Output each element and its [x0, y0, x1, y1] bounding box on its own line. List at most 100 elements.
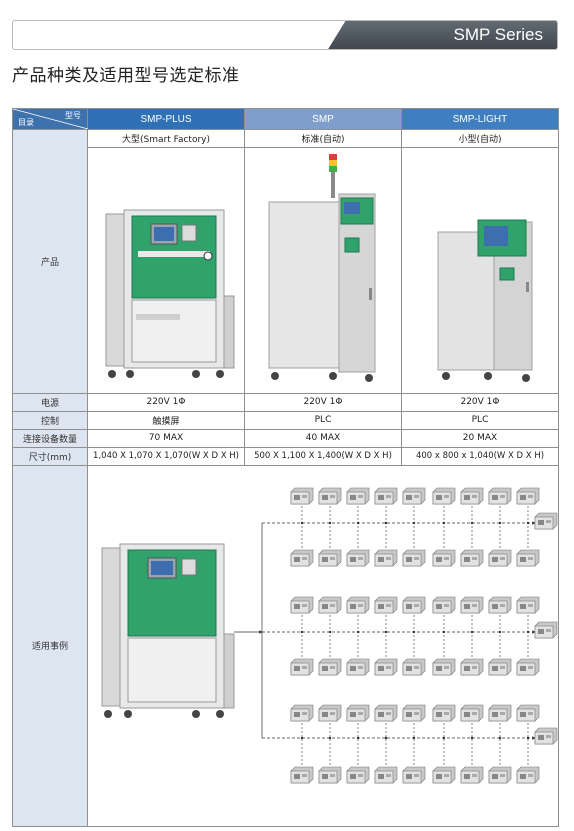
application-row: 适用事例 — [12, 464, 559, 828]
dryer-unit-icon — [460, 658, 484, 676]
product-image-row — [13, 147, 559, 394]
page-title: 产品种类及适用型号选定标准 — [12, 66, 240, 86]
dryer-unit-icon — [488, 766, 512, 784]
dryer-unit-icon — [534, 727, 558, 745]
application-diagram-cell — [87, 464, 559, 828]
dryer-unit-icon — [346, 487, 370, 505]
dryer-unit-icon — [432, 596, 456, 614]
control-smp-light: PLC — [401, 410, 559, 430]
size-smp: 500 X 1,100 X 1,400(W X D X H) — [244, 446, 402, 466]
banner-dark-panel — [327, 21, 557, 49]
smp-plus-machine-image — [105, 209, 235, 379]
type-smp: 标准(自动) — [244, 129, 402, 149]
dryer-unit-icon — [318, 549, 342, 567]
smp-light-image-cell — [401, 147, 559, 394]
dryer-unit-icon — [516, 704, 540, 722]
control-smp: PLC — [244, 410, 402, 430]
dryer-unit-icon — [488, 704, 512, 722]
dryer-unit-icon — [402, 658, 426, 676]
size-smp-plus: 1,040 X 1,070 X 1,070(W X D X H) — [87, 446, 245, 466]
type-smp-light: 小型(自动) — [401, 129, 559, 149]
control-smp-plus: 触摸屏 — [87, 410, 245, 430]
dryer-unit-icon — [290, 596, 314, 614]
dryer-unit-icon — [516, 549, 540, 567]
dryer-unit-icon — [516, 766, 540, 784]
dryer-unit-icon — [290, 487, 314, 505]
dryer-unit-icon — [318, 596, 342, 614]
column-header-smp-light: SMP-LIGHT — [401, 107, 559, 131]
connections-row: 连接设备数量 70 MAX 40 MAX 20 MAX — [12, 428, 559, 448]
row-label-connections: 连接设备数量 — [12, 428, 88, 448]
dryer-unit-icon — [374, 549, 398, 567]
dryer-unit-icon — [488, 549, 512, 567]
dryer-unit-icon — [432, 487, 456, 505]
dryer-unit-icon — [402, 704, 426, 722]
dryer-unit-icon — [290, 658, 314, 676]
size-row: 尺寸(mm) 1,040 X 1,070 X 1,070(W X D X H) … — [12, 446, 559, 466]
size-smp-light: 400 x 800 x 1,040(W X D X H) — [401, 446, 559, 466]
power-row: 电源 220V 1Φ 220V 1Φ 220V 1Φ — [12, 392, 559, 412]
dryer-unit-icon — [318, 658, 342, 676]
table-header-row: 型号 目录 SMP-PLUS SMP SMP-LIGHT — [12, 107, 559, 131]
dryer-unit-icon — [402, 766, 426, 784]
series-banner: SMP Series — [12, 20, 558, 50]
type-smp-plus: 大型(Smart Factory) — [87, 129, 245, 149]
smp-plus-image-cell — [87, 147, 245, 394]
dryer-unit-icon — [488, 487, 512, 505]
smp-plus-application-machine — [101, 543, 235, 718]
dryer-unit-icon — [346, 596, 370, 614]
row-label-product: 产品 — [12, 129, 88, 394]
dryer-unit-icon — [402, 487, 426, 505]
dryer-unit-icon — [402, 596, 426, 614]
control-row: 控制 触摸屏 PLC PLC — [12, 410, 559, 430]
series-title: SMP Series — [453, 25, 543, 44]
dryer-unit-icon — [432, 766, 456, 784]
connections-smp-plus: 70 MAX — [87, 428, 245, 448]
corner-label-model: 型号 — [65, 111, 81, 121]
dryer-unit-icon — [516, 487, 540, 505]
dryer-unit-icon — [374, 658, 398, 676]
dryer-unit-icon — [488, 658, 512, 676]
dryer-unit-icon — [534, 512, 558, 530]
connections-smp: 40 MAX — [244, 428, 402, 448]
column-header-smp-plus: SMP-PLUS — [87, 107, 245, 131]
application-network-diagram — [101, 487, 558, 784]
dryer-unit-icon — [432, 658, 456, 676]
dryer-unit-icon — [432, 704, 456, 722]
dryer-unit-icon — [290, 704, 314, 722]
type-row: 产品 大型(Smart Factory) 标准(自动) 小型(自动) — [12, 129, 559, 394]
dryer-unit-icon — [346, 549, 370, 567]
row-label-power: 电源 — [12, 392, 88, 412]
dryer-unit-icon — [488, 596, 512, 614]
column-header-smp: SMP — [244, 107, 402, 131]
dryer-unit-icon — [318, 487, 342, 505]
smp-machine-image — [268, 154, 376, 383]
dryer-unit-icon — [374, 766, 398, 784]
dryer-unit-icon — [516, 596, 540, 614]
dryer-unit-icon — [374, 487, 398, 505]
dryer-unit-icon — [346, 704, 370, 722]
corner-label-catalog: 目录 — [18, 118, 34, 128]
power-smp: 220V 1Φ — [244, 392, 402, 412]
dryer-unit-icon — [516, 658, 540, 676]
dryer-unit-icon — [460, 549, 484, 567]
dryer-unit-icon — [402, 549, 426, 567]
dryer-unit-icon — [460, 766, 484, 784]
corner-diagonal — [13, 109, 88, 130]
connections-smp-light: 20 MAX — [401, 428, 559, 448]
power-smp-light: 220V 1Φ — [401, 392, 559, 412]
dryer-unit-icon — [534, 621, 558, 639]
dryer-unit-icon — [460, 596, 484, 614]
smp-image-cell — [244, 147, 402, 394]
dryer-unit-icon — [346, 658, 370, 676]
dryer-unit-icon — [318, 766, 342, 784]
dryer-unit-icon — [318, 704, 342, 722]
corner-cell: 型号 目录 — [12, 107, 88, 131]
dryer-unit-icon — [460, 487, 484, 505]
dryer-unit-icon — [432, 549, 456, 567]
smp-light-machine-image — [437, 219, 533, 383]
row-label-size: 尺寸(mm) — [12, 446, 88, 466]
dryer-unit-icon — [374, 596, 398, 614]
power-smp-plus: 220V 1Φ — [87, 392, 245, 412]
dryer-unit-icon — [374, 704, 398, 722]
